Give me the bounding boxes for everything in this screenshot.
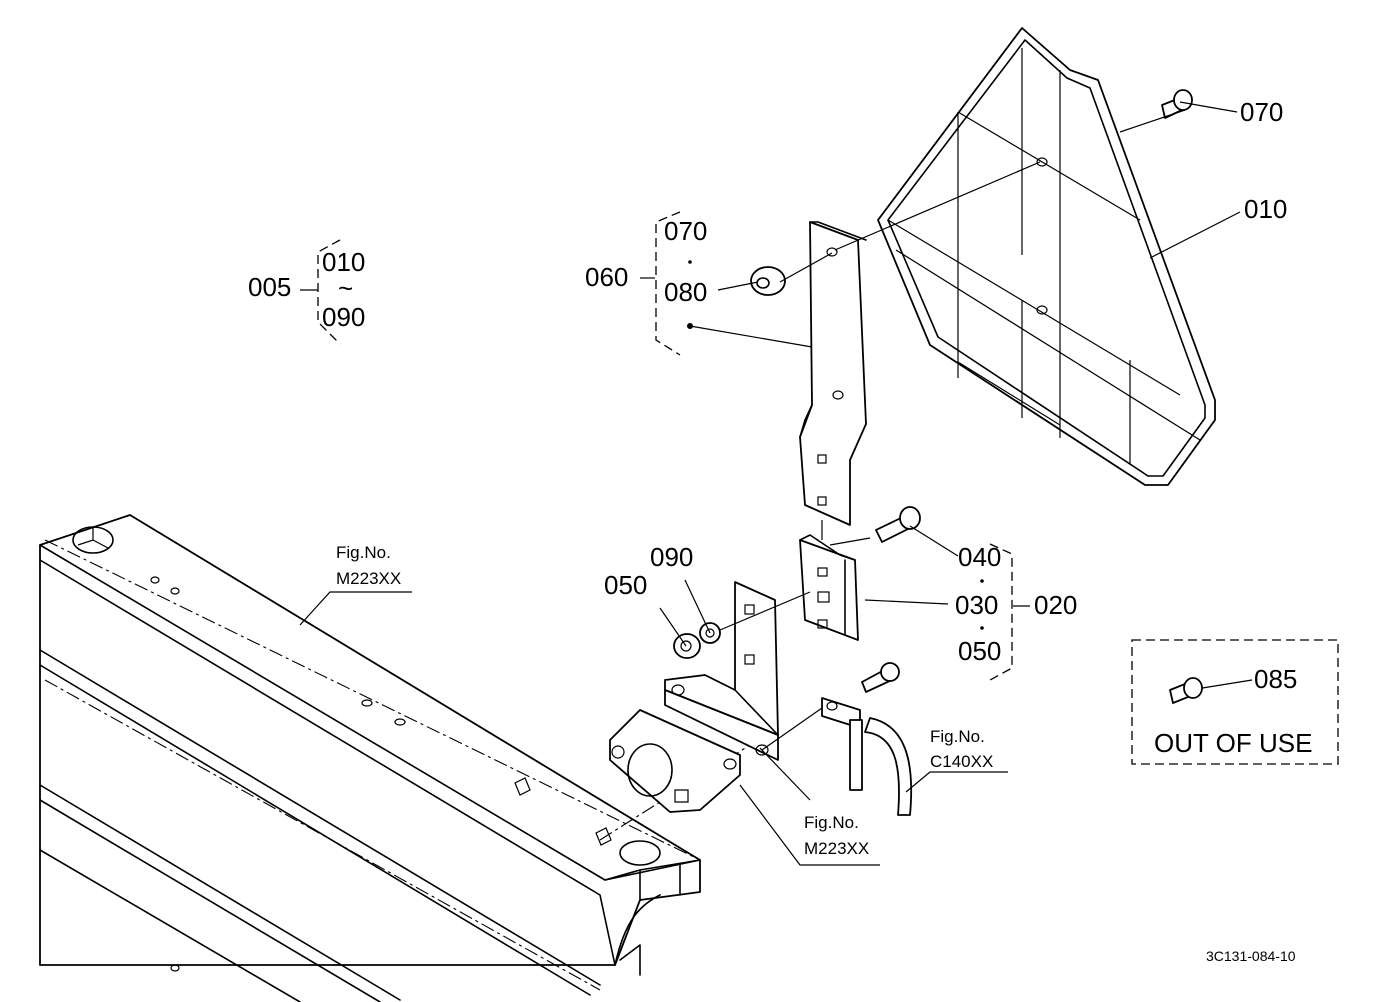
assembly-range-start: 010 — [322, 247, 365, 277]
guard-panel — [877, 27, 1216, 486]
harness-clamp — [821, 662, 913, 816]
assembly-range-tilde: ~ — [338, 273, 353, 303]
assembly-parent-label: 005 — [248, 272, 291, 302]
dot-060 — [687, 323, 693, 329]
mount-bracket — [664, 581, 779, 761]
callout-050: 050 — [604, 570, 647, 600]
dot-020-sep-1 — [980, 579, 984, 583]
nut-050 — [673, 633, 701, 659]
frame-part — [39, 514, 751, 1002]
stay-bracket — [799, 221, 867, 526]
drawing-number: 3C131-084-10 — [1206, 948, 1296, 964]
figref-bracket-code: M223XX — [804, 839, 869, 858]
assembly-bracket — [317, 239, 341, 345]
group-060-bracket — [655, 211, 681, 356]
figref-frame-title: Fig.No. — [336, 543, 391, 562]
callout-010: 010 — [1244, 194, 1287, 224]
group-020-item-030: 030 — [955, 590, 998, 620]
flange-plate — [609, 709, 741, 813]
out-of-use-box — [1131, 639, 1339, 765]
figref-harness-code: C140XX — [930, 752, 993, 771]
figref-bracket-title: Fig.No. — [804, 813, 859, 832]
figref-frame-code: M223XX — [336, 569, 401, 588]
group-060-item-080: 080 — [664, 277, 707, 307]
group-060-label: 060 — [585, 262, 628, 292]
group-020-item-050: 050 — [958, 636, 1001, 666]
callout-070: 070 — [1240, 97, 1283, 127]
nut-part — [750, 266, 786, 296]
group-060-item-070: 070 — [664, 216, 707, 246]
dot-060-sep — [688, 260, 692, 264]
bolt-085 — [1169, 677, 1203, 704]
group-020-label: 020 — [1034, 590, 1077, 620]
group-020-item-040: 040 — [958, 542, 1001, 572]
dot-020-sep-2 — [980, 626, 984, 630]
callout-085: 085 — [1254, 664, 1297, 694]
bolt-070 — [1161, 89, 1193, 119]
callout-090: 090 — [650, 542, 693, 572]
out-of-use-label: OUT OF USE — [1154, 728, 1312, 758]
figref-harness-title: Fig.No. — [930, 727, 985, 746]
assembly-range-end: 090 — [322, 302, 365, 332]
hinge-part — [799, 534, 859, 641]
bolt-040 — [875, 506, 921, 543]
